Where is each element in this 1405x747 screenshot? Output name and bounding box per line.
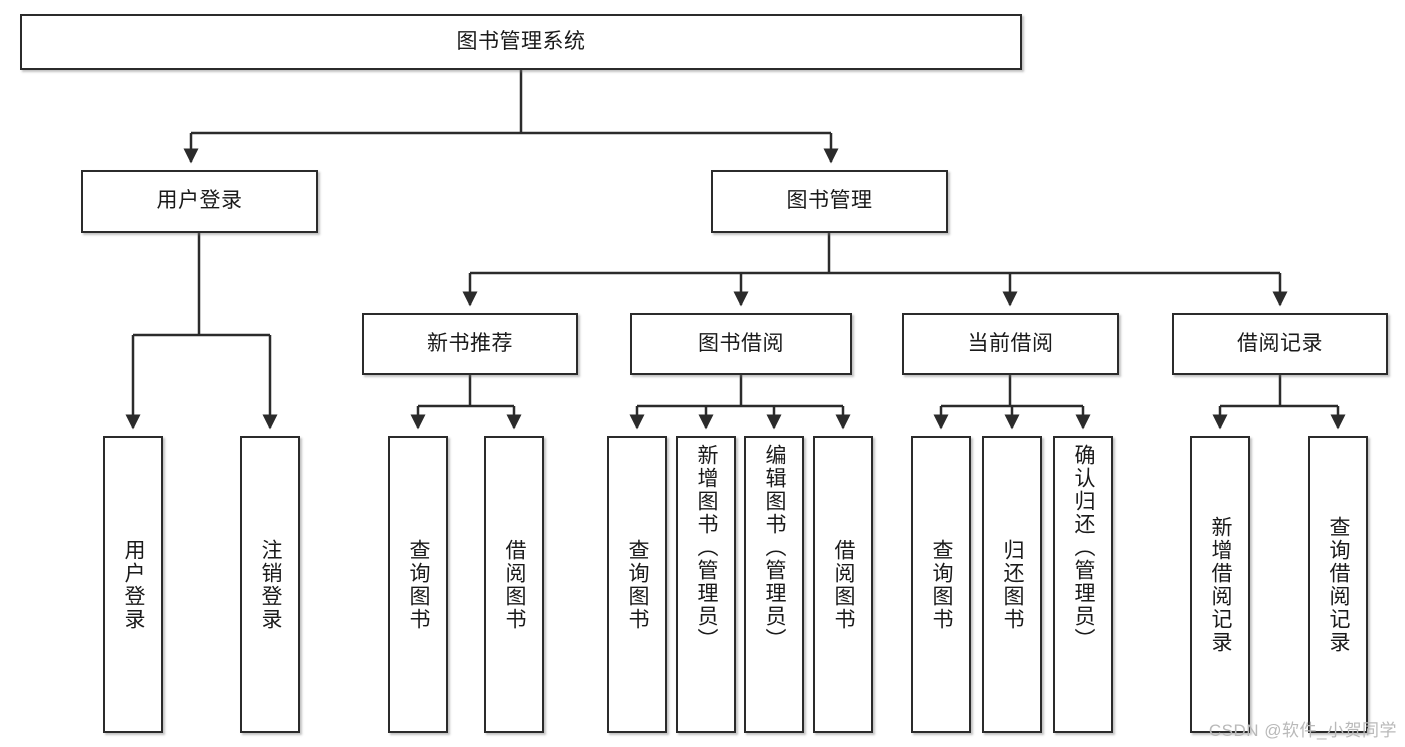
node-label: 查询借阅记录 [1327,515,1351,654]
node-leaf-edit-book-admin[interactable]: 编辑图书（管理员） [744,436,804,733]
node-leaf-add-book-admin[interactable]: 新增图书（管理员） [676,436,736,733]
node-label: 注销登录 [259,538,283,631]
node-label: 查询图书 [930,538,954,631]
node-leaf-query-book-2[interactable]: 查询图书 [607,436,667,733]
node-label: 借阅图书 [503,538,527,631]
node-leaf-user-login[interactable]: 用户登录 [103,436,163,733]
node-borrow-record[interactable]: 借阅记录 [1172,313,1388,375]
node-leaf-logout[interactable]: 注销登录 [240,436,300,733]
node-label: 图书借阅 [698,331,784,355]
node-leaf-query-book-1[interactable]: 查询图书 [388,436,448,733]
node-label: 用户登录 [122,538,146,631]
node-root-system[interactable]: 图书管理系统 [20,14,1022,70]
node-label: 确认归还（管理员） [1072,444,1096,651]
node-label: 归还图书 [1001,538,1025,631]
csdn-watermark: CSDN @软件_小贺同学 [1208,721,1397,740]
node-label: 编辑图书（管理员） [763,444,787,651]
node-leaf-add-borrow-record[interactable]: 新增借阅记录 [1190,436,1250,733]
node-current-borrow[interactable]: 当前借阅 [902,313,1119,375]
node-leaf-return-book[interactable]: 归还图书 [982,436,1042,733]
node-user-login[interactable]: 用户登录 [81,170,318,233]
node-leaf-borrow-book-2[interactable]: 借阅图书 [813,436,873,733]
node-label: 新书推荐 [427,331,513,355]
node-label: 查询图书 [626,538,650,631]
node-label: 新增借阅记录 [1209,515,1233,654]
node-new-book-recommend[interactable]: 新书推荐 [362,313,578,375]
node-label: 图书管理系统 [456,29,586,53]
node-label: 当前借阅 [967,331,1054,355]
node-leaf-query-borrow-record[interactable]: 查询借阅记录 [1308,436,1368,733]
node-book-borrow[interactable]: 图书借阅 [630,313,852,375]
node-label: 借阅记录 [1237,331,1323,355]
node-label: 新增图书（管理员） [695,444,719,651]
node-book-manage[interactable]: 图书管理 [711,170,948,233]
node-leaf-borrow-book-1[interactable]: 借阅图书 [484,436,544,733]
node-label: 用户登录 [156,189,243,213]
node-leaf-query-book-3[interactable]: 查询图书 [911,436,971,733]
node-label: 查询图书 [407,538,431,631]
node-leaf-confirm-return-admin[interactable]: 确认归还（管理员） [1053,436,1113,733]
node-label: 图书管理 [786,189,873,213]
node-label: 借阅图书 [832,538,856,631]
